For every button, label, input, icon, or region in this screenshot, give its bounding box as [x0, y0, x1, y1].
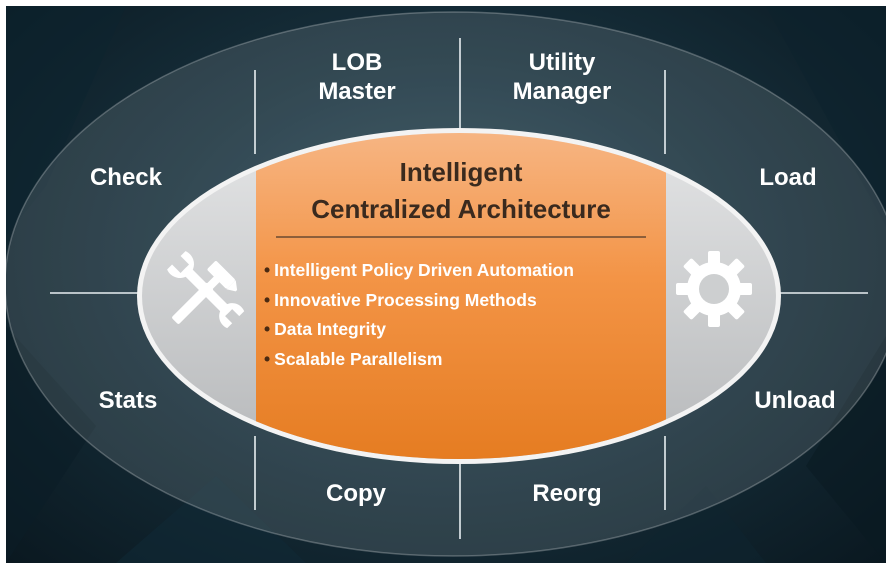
copy-label: Copy — [326, 480, 386, 507]
gear-icon — [676, 251, 752, 327]
utility-manager-line1: Utility — [528, 49, 596, 76]
center-title-line1: Intelligent — [399, 157, 523, 187]
stats-label: Stats — [98, 387, 158, 414]
center-title-line2: Centralized Architecture — [311, 194, 611, 224]
feature-item: •Innovative Processing Methods — [264, 289, 537, 310]
feature-text: Scalable Parallelism — [274, 348, 443, 369]
lob-master-line2: Master — [318, 78, 396, 105]
feature-item: •Scalable Parallelism — [264, 348, 443, 369]
background-facets — [6, 6, 886, 563]
tools-icon — [167, 251, 245, 329]
feature-list: •Intelligent Policy Driven Automation •I… — [264, 256, 574, 374]
load-label: Load — [759, 164, 817, 191]
unload-label: Unload — [754, 387, 836, 414]
diagram-graphics — [6, 6, 886, 563]
reorg-label: Reorg — [532, 480, 602, 507]
feature-item: •Intelligent Policy Driven Automation — [264, 260, 574, 280]
lob-master-line1: LOB — [331, 49, 383, 76]
divider-lines — [50, 38, 868, 539]
utility-manager-label: Utility Manager — [500, 48, 624, 106]
utility-manager-line2: Manager — [512, 78, 612, 105]
inner-ellipse-fill — [142, 133, 776, 459]
feature-text: Data Integrity — [274, 319, 386, 339]
feature-item: •Data Integrity — [264, 319, 386, 339]
feature-text: Intelligent Policy Driven Automation — [274, 260, 574, 280]
lob-master-label: LOB Master — [298, 48, 416, 106]
diagram-stage: LOB Master Utility Manager Check Load St… — [6, 6, 886, 563]
check-label: Check — [89, 164, 163, 191]
feature-text: Innovative Processing Methods — [274, 289, 537, 310]
